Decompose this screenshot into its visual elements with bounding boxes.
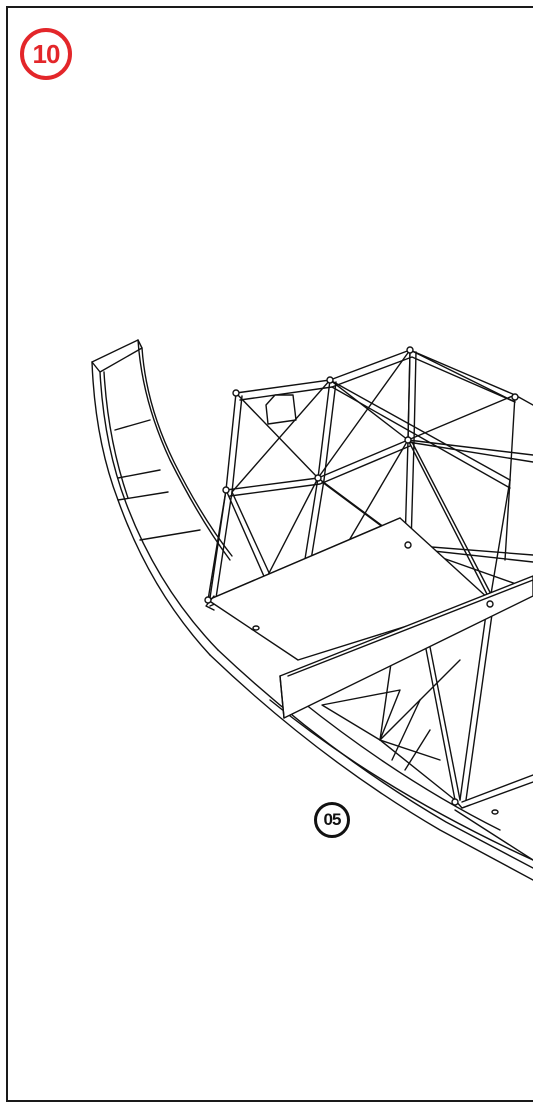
page-frame xyxy=(6,6,533,1102)
step-number: 10 xyxy=(32,38,61,69)
bow-rail xyxy=(91,339,233,656)
part-number-badge: 05 xyxy=(314,802,350,838)
spar-board xyxy=(279,575,533,719)
keel-rail xyxy=(209,625,533,881)
upper-diagonals xyxy=(225,349,533,591)
step-number-badge: 10 xyxy=(20,28,72,80)
joint-nodes xyxy=(204,346,519,806)
part-number: 05 xyxy=(323,810,342,829)
lower-structure xyxy=(321,689,533,861)
